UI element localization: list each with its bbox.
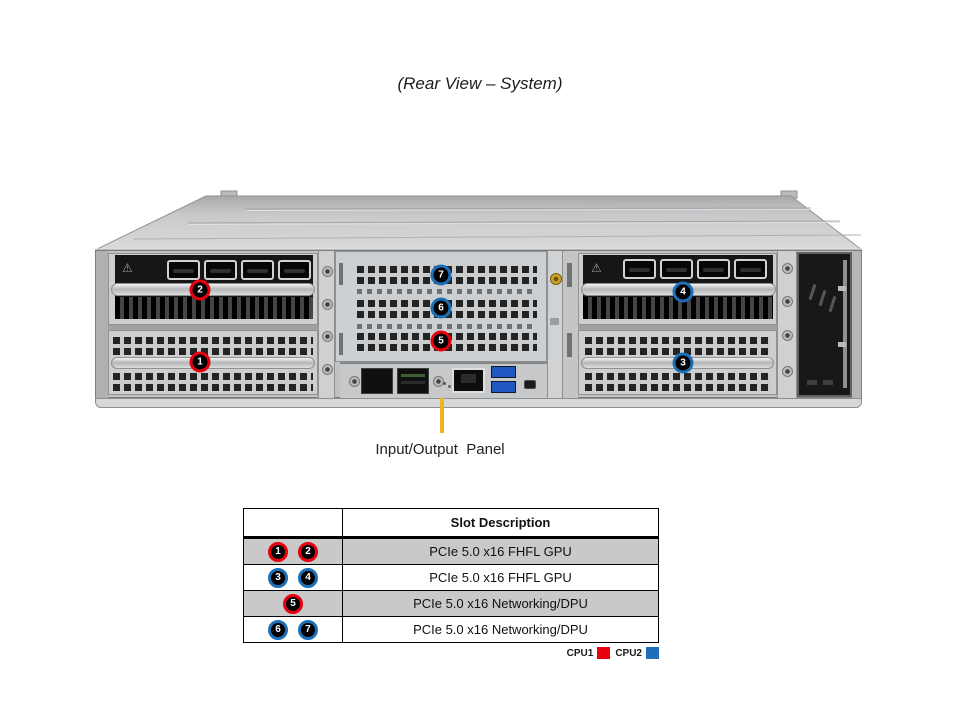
table-callout-4: 4	[298, 567, 318, 588]
left-gpu-bracket-bar	[111, 283, 315, 296]
left-vent-upper	[113, 336, 313, 355]
right-vent-lower	[585, 372, 770, 391]
displayport-icon	[204, 260, 237, 280]
cpu2-color-swatch	[646, 647, 659, 659]
bracket-column-c	[777, 251, 797, 398]
table-header-description: Slot Description	[450, 515, 551, 530]
legend-label-cpu2: CPU2	[615, 647, 642, 659]
legend-item-cpu2: CPU2	[615, 647, 659, 659]
hinge-slot	[339, 333, 343, 355]
right-hinge-strip	[563, 251, 578, 398]
screw-icon	[322, 266, 333, 277]
hinge-slot	[567, 263, 572, 287]
vent-dash-strip	[357, 324, 537, 329]
panel-left-edge	[96, 251, 108, 398]
screw-icon	[782, 366, 793, 377]
left-gpu-fins	[115, 297, 313, 319]
small-label	[550, 318, 559, 325]
io-port-ipmi	[361, 368, 393, 394]
displayport-icon	[697, 259, 730, 279]
io-panel-label: Input/Output Panel	[375, 441, 505, 458]
callout-7: 7	[430, 264, 452, 286]
table-cell-description: PCIe 5.0 x16 FHFL GPU	[429, 544, 572, 559]
table-cell-description: PCIe 5.0 x16 FHFL GPU	[429, 570, 572, 585]
right-vent-upper	[585, 336, 770, 355]
mini-port-icon	[524, 380, 536, 389]
page-title: (Rear View – System)	[397, 74, 563, 93]
warning-icon: ⚠	[591, 261, 602, 275]
table-row: 6 7 PCIe 5.0 x16 Networking/DPU	[244, 616, 658, 642]
warning-icon: ⚠	[122, 261, 133, 275]
table-row: 5 PCIe 5.0 x16 Networking/DPU	[244, 590, 658, 616]
usb-port-icon	[491, 381, 516, 393]
callout-6: 6	[430, 297, 452, 319]
table-callout-6: 6	[268, 619, 288, 640]
cpu1-color-swatch	[597, 647, 611, 659]
legend-label-cpu1: CPU1	[566, 647, 594, 659]
displayport-icon	[660, 259, 693, 279]
callout-2: 2	[189, 279, 211, 301]
right-gpu-fins	[583, 297, 773, 319]
hinge-slot	[567, 333, 572, 357]
chassis-bottom-rim	[95, 398, 862, 408]
table-header-slot-cell	[244, 509, 343, 536]
screw-icon	[782, 330, 793, 341]
gold-screw-icon	[550, 273, 562, 285]
vent-dash-strip	[357, 289, 537, 294]
callout-4: 4	[672, 281, 694, 303]
table-callout-5: 5	[283, 593, 303, 614]
slot-description-table: Slot Description 1 2 PCIe 5.0 x16 FHFL G…	[243, 508, 659, 643]
table-callout-3: 3	[268, 567, 288, 588]
displayport-icon	[278, 260, 311, 280]
chassis-lid	[95, 190, 862, 251]
hinge-slot	[339, 263, 343, 285]
screw-icon	[782, 263, 793, 274]
bracket-column-a	[318, 251, 335, 398]
legend-item-cpu1: CPU1	[567, 647, 611, 659]
usb-port-icon	[491, 366, 516, 378]
table-row: 3 4 PCIe 5.0 x16 FHFL GPU	[244, 564, 658, 590]
table-row: 1 2 PCIe 5.0 x16 FHFL GPU	[244, 538, 658, 564]
led-icon	[443, 382, 446, 385]
table-callout-2: 2	[298, 541, 318, 562]
table-callout-1: 1	[268, 541, 288, 562]
table-cell-description: PCIe 5.0 x16 Networking/DPU	[413, 596, 588, 611]
screw-icon	[322, 299, 333, 310]
left-vent-lower	[113, 372, 313, 391]
server-rear-diagram: ⚠ ⚠	[95, 188, 862, 408]
screw-icon	[349, 376, 360, 387]
io-port-serial	[397, 368, 429, 394]
displayport-icon	[167, 260, 200, 280]
screw-icon	[322, 331, 333, 342]
io-pointer-line	[440, 398, 444, 433]
led-icon	[448, 385, 451, 388]
displayport-icon	[241, 260, 274, 280]
callout-5: 5	[430, 330, 452, 352]
left-vent-bracket-bar	[111, 357, 315, 369]
table-callout-7: 7	[298, 619, 318, 640]
panel-right-edge	[852, 251, 861, 398]
callout-1: 1	[189, 351, 211, 373]
displayport-icon	[623, 259, 656, 279]
table-cell-description: PCIe 5.0 x16 Networking/DPU	[413, 622, 588, 637]
screw-icon	[782, 296, 793, 307]
cpu-legend: CPU1 CPU2	[0, 647, 659, 659]
screw-icon	[322, 364, 333, 375]
displayport-icon	[734, 259, 767, 279]
callout-3: 3	[672, 352, 694, 374]
empty-bay	[797, 252, 852, 397]
table-header-row: Slot Description	[244, 509, 658, 538]
ethernet-port-icon	[452, 368, 485, 393]
screw-icon	[433, 376, 444, 387]
